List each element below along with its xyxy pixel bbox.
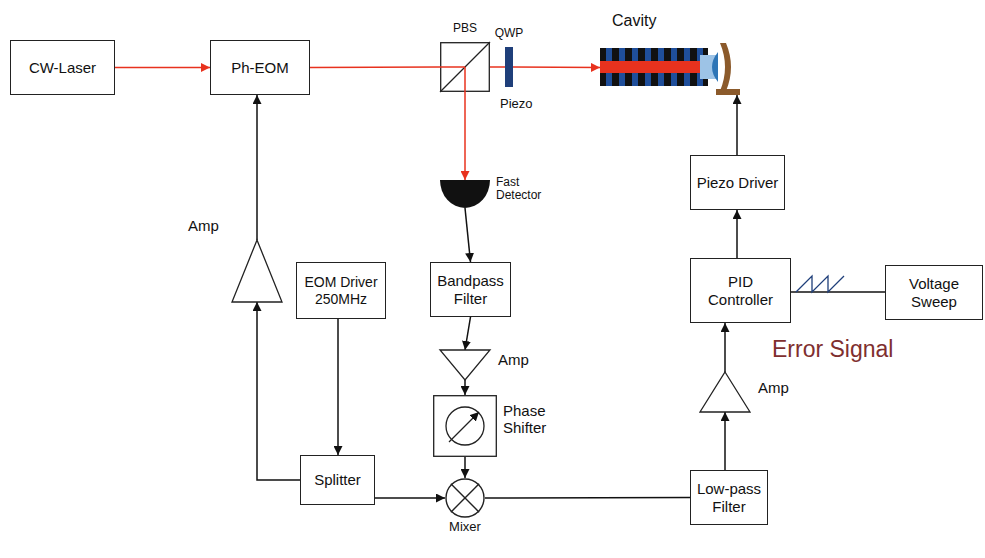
signal-wire	[485, 497, 690, 499]
beam-splitter: PBS	[440, 42, 490, 92]
signal-wire	[724, 412, 726, 470]
optical-cavity-outline	[600, 40, 740, 95]
beam-splitter-outline	[440, 42, 490, 92]
node-label: QWP	[489, 27, 529, 40]
signal-wire	[724, 323, 726, 372]
photodetector-outline	[440, 180, 490, 208]
phase-shifter: Phase Shifter	[433, 395, 497, 457]
mixer-symbol: Mixer	[445, 478, 485, 518]
amplifier: Amp	[232, 240, 282, 302]
node-label: Splitter	[314, 471, 361, 488]
signal-wire	[337, 319, 339, 455]
node-label: Amp	[498, 352, 538, 369]
signal-wire	[256, 95, 258, 240]
amplifier-outline	[232, 240, 282, 302]
amplifier: Amp	[700, 372, 750, 412]
phase-shifter-outline	[433, 395, 497, 457]
signal-wire	[257, 302, 300, 480]
signal-wire	[464, 457, 466, 478]
node-label: Low-pass Filter	[694, 480, 764, 515]
driver-box: EOM Driver 250MHz	[296, 262, 386, 319]
photodetector: Fast Detector	[440, 180, 490, 208]
amplifier-outline	[700, 372, 750, 412]
node-label: PID Controller	[694, 273, 787, 308]
node-label: Bandpass Filter	[434, 272, 507, 307]
controller-box: PID Controller	[690, 258, 791, 323]
signal-wire	[736, 210, 738, 258]
signal-wire	[465, 208, 471, 262]
sawtooth-symbol	[796, 276, 844, 292]
laser-beam	[115, 67, 210, 69]
signal-wire	[464, 380, 466, 395]
laser-beam	[513, 66, 600, 68]
node-label: Piezo Driver	[697, 174, 779, 191]
node-label: CW-Laser	[29, 59, 96, 76]
laser-box: CW-Laser	[10, 40, 115, 95]
node-label: Amp	[758, 380, 798, 397]
mixer-symbol-outline	[445, 478, 485, 518]
filter-box: Low-pass Filter	[690, 470, 768, 525]
node-label: Amp	[188, 218, 228, 235]
signal-wire	[791, 291, 885, 293]
node-label: Fast Detector	[496, 176, 552, 202]
node-label: Voltage Sweep	[889, 275, 979, 310]
signal-wire	[736, 95, 738, 155]
signal-wire	[375, 497, 445, 499]
node-label: PBS	[440, 22, 490, 35]
optical-cavity: Cavity	[600, 40, 740, 95]
amplifier: Amp	[440, 350, 490, 380]
laser-beam	[464, 92, 466, 180]
signal-label: Error Signal	[772, 336, 893, 363]
node-label: Cavity	[612, 12, 682, 30]
node-label: EOM Driver 250MHz	[300, 274, 382, 306]
driver-box: Piezo Driver	[690, 155, 785, 210]
eom-box: Ph-EOM	[210, 40, 310, 95]
node-label: Ph-EOM	[231, 59, 289, 76]
laser-beam	[310, 66, 440, 68]
node-label: Mixer	[430, 520, 500, 534]
waveplate-outline	[505, 47, 513, 87]
laser-beam	[490, 66, 505, 68]
amplifier-outline	[440, 350, 490, 380]
waveplate: QWP	[505, 47, 513, 87]
node-label: Phase Shifter	[503, 403, 567, 436]
splitter-box: Splitter	[300, 455, 375, 505]
sweep-box: Voltage Sweep	[885, 265, 983, 320]
filter-box: Bandpass Filter	[430, 262, 511, 317]
signal-wire	[465, 317, 471, 350]
part-label: Piezo	[500, 96, 533, 111]
